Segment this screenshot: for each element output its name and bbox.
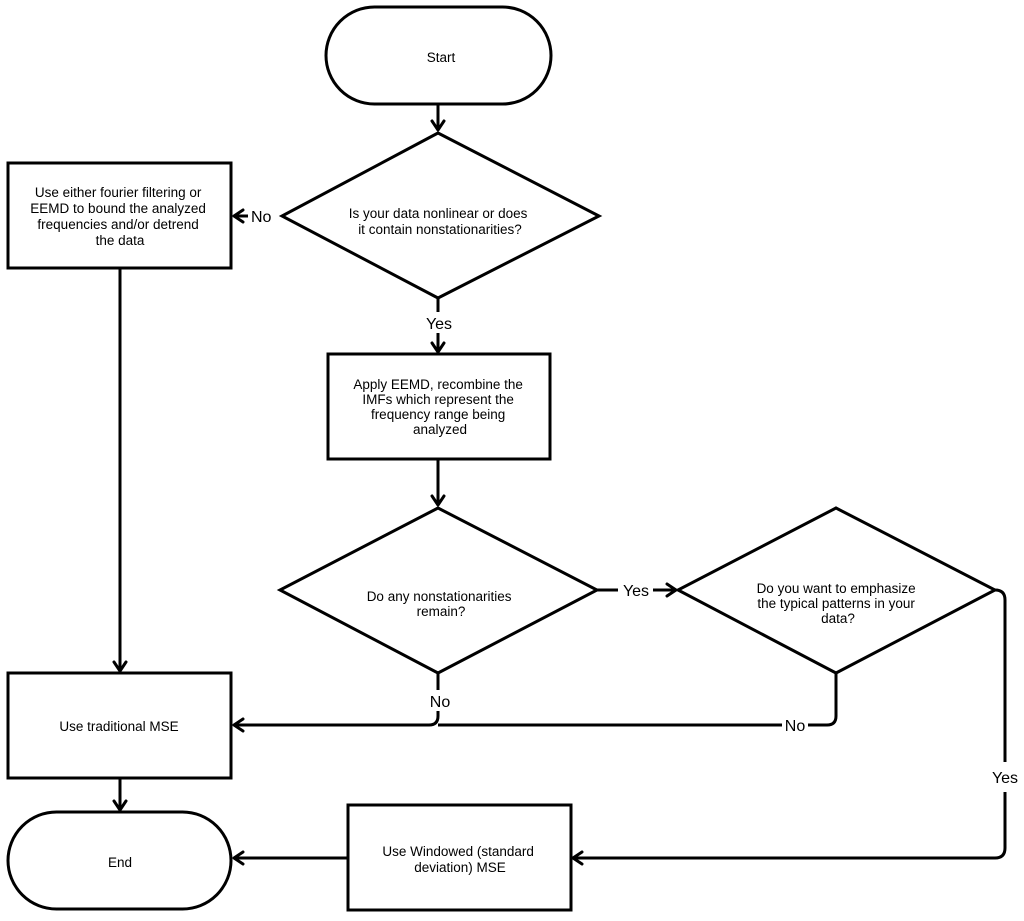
label-nonlinear-no: No [251, 209, 272, 226]
process-fourier-eemd-label: Use either fourier filtering or EEMD to … [30, 185, 209, 248]
process-apply-eemd: Apply EEMD, recombine the IMFs which rep… [326, 352, 552, 461]
arrowhead-start-to-decision [430, 119, 446, 132]
edge-labels: No Yes Yes No No Yes [251, 209, 1018, 787]
decision-emphasize: Do you want to emphasize the typical pat… [674, 506, 999, 675]
process-apply-eemd-label: Apply EEMD, recombine the IMFs which rep… [353, 377, 526, 437]
label-remain-yes: Yes [623, 583, 649, 600]
arrowhead-traditional-to-end [112, 799, 128, 812]
label-remain-no: No [430, 694, 451, 711]
arrowhead-windowed-to-end [232, 850, 245, 866]
end-terminal: End [6, 810, 233, 911]
decision-nonlinear: Is your data nonlinear or does it contai… [278, 131, 603, 300]
arrowhead-to-traditional [232, 717, 245, 733]
edge-emphasize-no-curve [808, 673, 838, 727]
connectors [112, 104, 1007, 866]
edge-remain-no-down [234, 711, 440, 727]
arrowhead-fourier-to-traditional [112, 660, 128, 673]
decision-remain-label: Do any nonstationarities remain? [367, 589, 516, 619]
process-traditional-mse-label: Use traditional MSE [59, 719, 178, 734]
process-windowed-mse: Use Windowed (standard deviation) MSE [346, 803, 573, 912]
arrowhead-eemd-to-remain [430, 494, 446, 507]
arrowhead-nonlinear-yes [430, 341, 446, 354]
start-terminal: Start [324, 5, 553, 106]
start-label: Start [427, 50, 456, 65]
decision-nonlinear-label: Is your data nonlinear or does it contai… [349, 206, 531, 237]
label-emphasize-yes: Yes [992, 770, 1018, 787]
process-traditional-mse: Use traditional MSE [6, 671, 233, 780]
label-nonlinear-yes: Yes [426, 316, 452, 333]
arrowhead-emphasize-yes [571, 850, 584, 866]
arrowhead-nonlinear-no [232, 208, 245, 224]
label-emphasize-no: No [785, 718, 806, 735]
process-windowed-mse-label: Use Windowed (standard deviation) MSE [382, 844, 537, 875]
edge-emphasize-yes-lower [573, 792, 1007, 860]
decision-remain: Do any nonstationarities remain? [276, 506, 601, 675]
end-label: End [108, 855, 132, 870]
process-fourier-eemd: Use either fourier filtering or EEMD to … [6, 161, 233, 270]
decision-emphasize-label: Do you want to emphasize the typical pat… [757, 581, 920, 626]
edge-emphasize-yes-upper [994, 588, 1007, 762]
